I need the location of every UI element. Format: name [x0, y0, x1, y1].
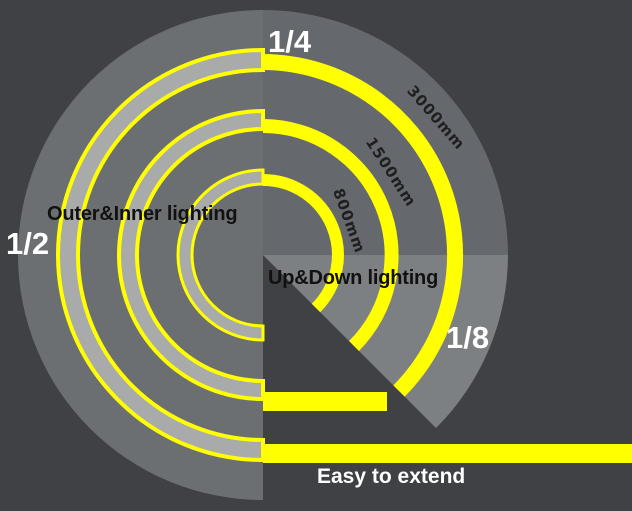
straight-strip-long	[263, 444, 632, 463]
arc-1500mm	[262, 119, 399, 351]
up-down-lighting-label: Up&Down lighting	[268, 267, 439, 289]
half-circle-section	[18, 10, 263, 500]
half-label: 1/2	[6, 226, 50, 261]
easy-to-extend-label: Easy to extend	[317, 465, 466, 488]
quarter-label: 1/4	[268, 24, 312, 59]
eighth-label: 1/8	[446, 320, 490, 355]
arc-800mm	[262, 174, 344, 313]
up-down-arcs	[262, 54, 464, 397]
straight-strip-short	[263, 392, 387, 411]
ring-medium	[117, 108, 265, 402]
outer-inner-lighting-label: Outer&Inner lighting	[47, 203, 238, 225]
arc-3000mm	[262, 54, 464, 397]
ring-small	[176, 168, 265, 342]
